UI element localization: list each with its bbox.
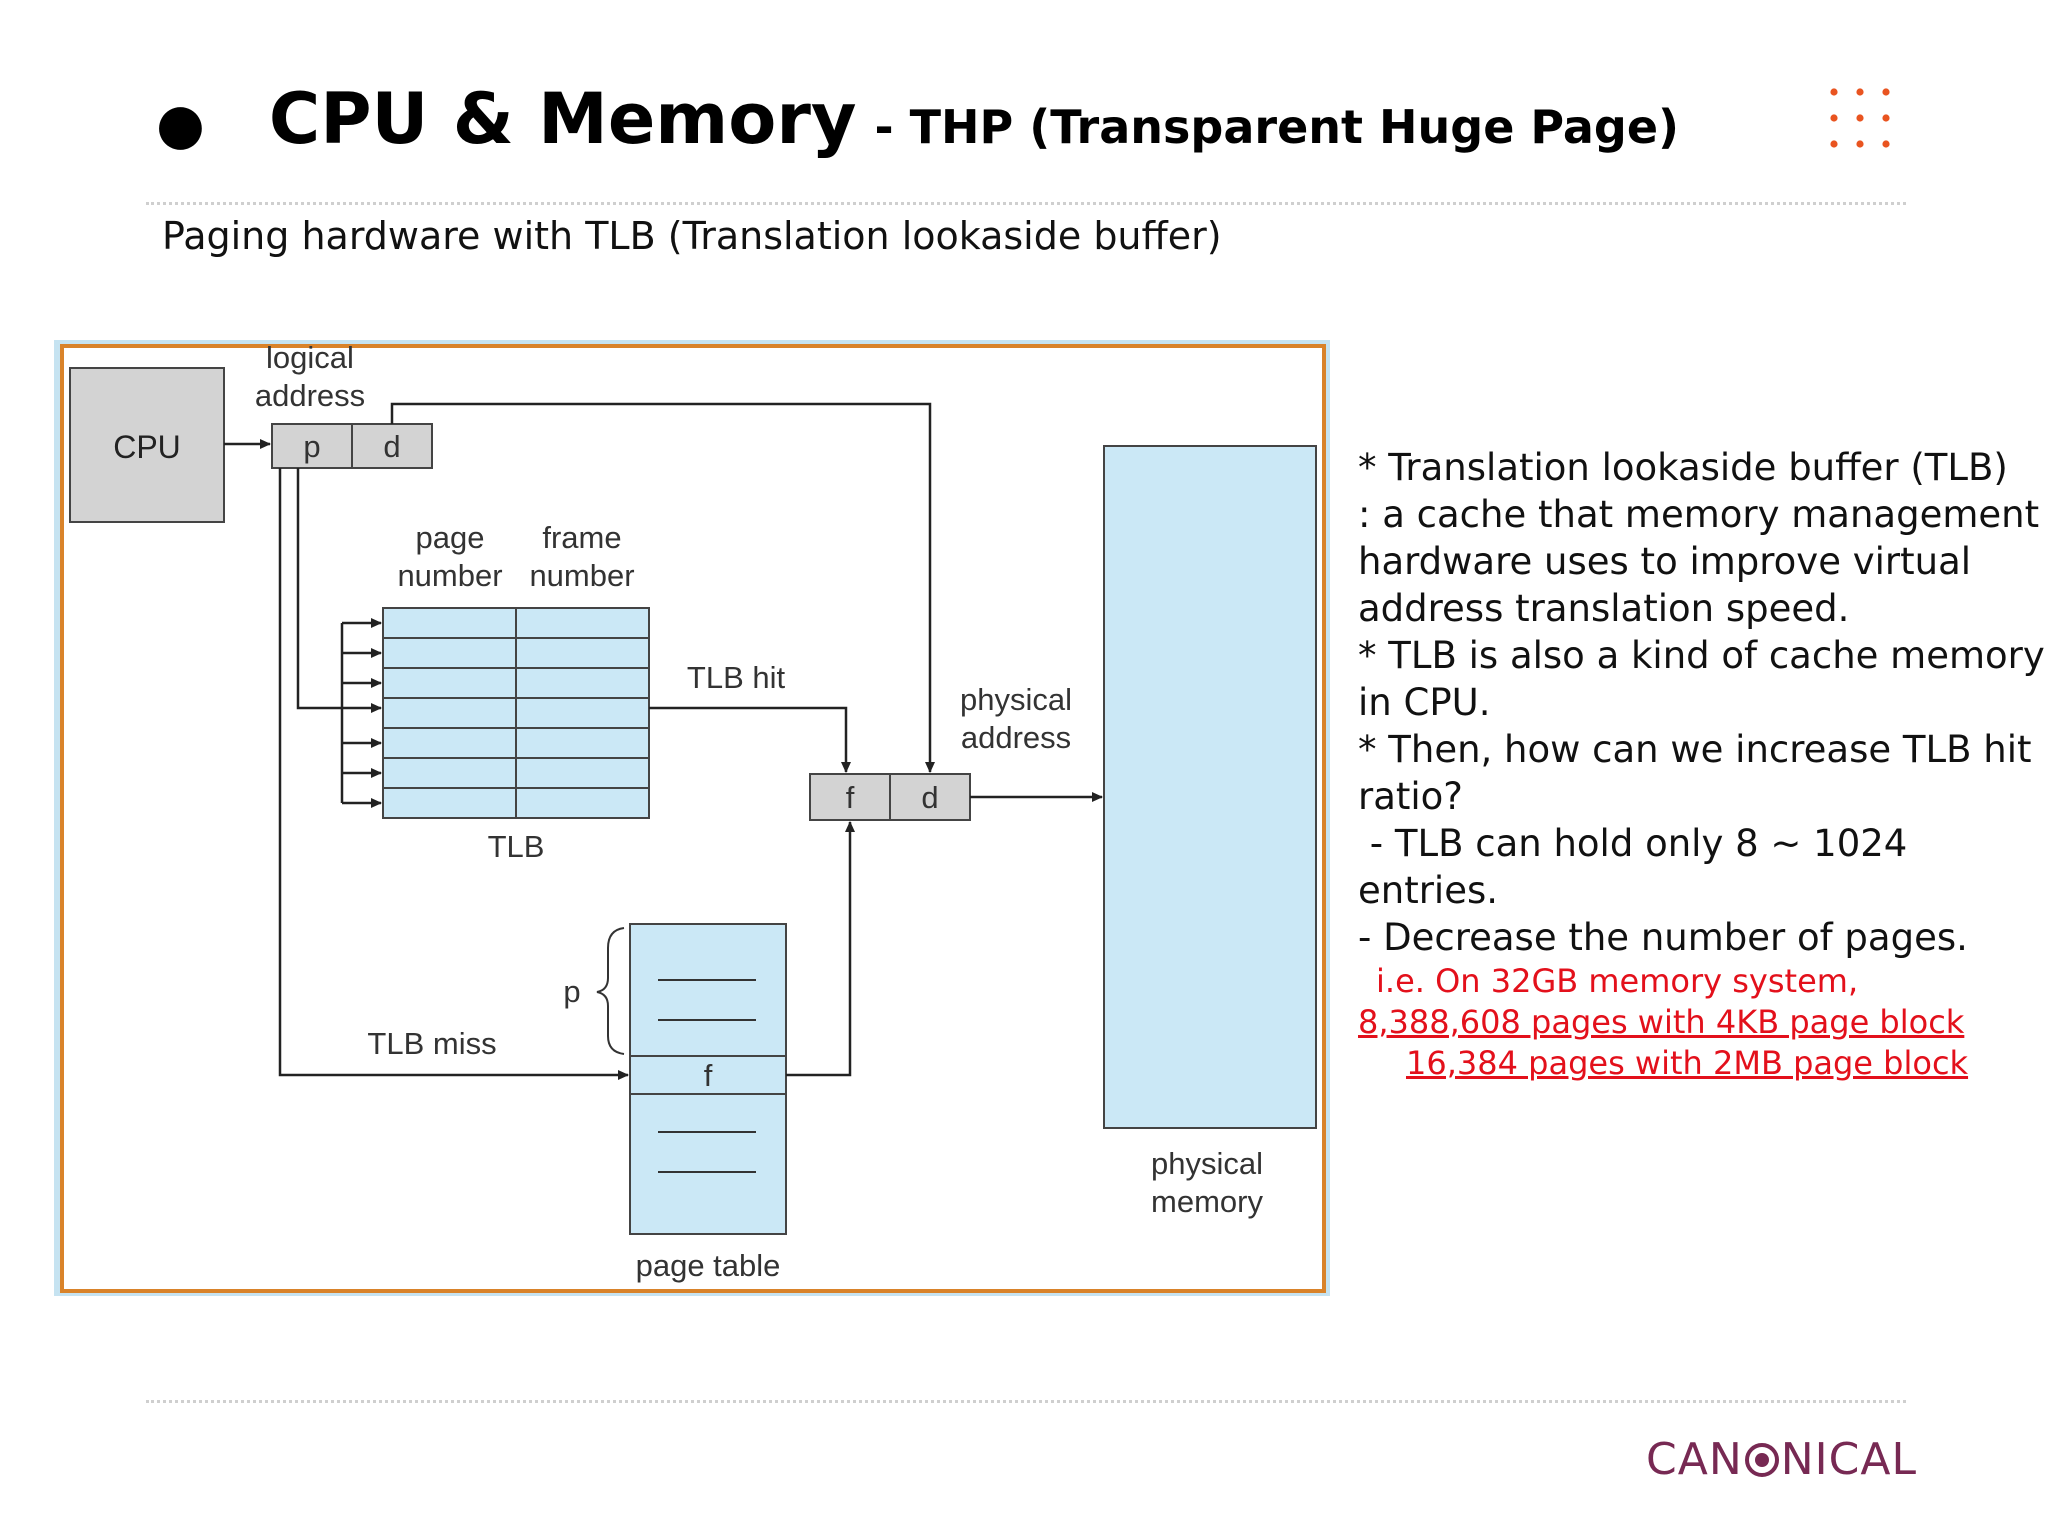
notes-line-7: * Then, how can we increase TLB hit <box>1358 728 2032 771</box>
brand-text-end: NICAL <box>1780 1434 1917 1485</box>
example-line-1: i.e. On 32GB memory system, <box>1376 962 1859 1000</box>
slide-title: CPU & Memory <box>268 78 857 160</box>
paging-hardware-diagram: CPU logical address p d page number fram… <box>54 340 1330 1296</box>
page-table-f-label: f <box>704 1058 713 1093</box>
page-table-label: page table <box>636 1248 781 1283</box>
notes-line-6: in CPU. <box>1358 681 1491 724</box>
logical-p-cell <box>271 423 353 469</box>
notes-line-9: - TLB can hold only 8 ~ 1024 <box>1358 822 1908 865</box>
physical-address-label-line1: physical <box>960 682 1072 717</box>
physical-f-cell <box>809 773 891 821</box>
logical-address-label-line2: address <box>255 378 365 413</box>
page-table <box>629 923 787 1235</box>
notes-line-4: address translation speed. <box>1358 587 1850 630</box>
notes-line-3: hardware uses to improve virtual <box>1358 540 1972 583</box>
page-table-to-frame-arrow <box>786 821 855 1077</box>
notes-line-1: * Translation lookaside buffer (TLB) <box>1358 446 2008 489</box>
slide-title-suffix: - THP (Transparent Huge Page) <box>874 100 1680 154</box>
notes-line-10: entries. <box>1358 869 1499 912</box>
d-to-physical-arrow <box>390 402 935 773</box>
tlb-label: TLB <box>488 829 545 864</box>
cpu-box <box>69 367 225 523</box>
tlb-hit-label: TLB hit <box>687 660 786 695</box>
logical-address-label-line1: logical <box>266 340 354 375</box>
physical-memory-label-line1: physical <box>1151 1146 1263 1181</box>
example-line-2: 8,388,608 pages with 4KB page block <box>1358 1003 1965 1041</box>
logical-d-cell <box>351 423 433 469</box>
physical-d-label: d <box>921 780 938 815</box>
frame-number-header-line1: frame <box>542 520 621 555</box>
bottom-divider <box>146 1400 1906 1403</box>
physical-memory-box <box>1103 445 1317 1129</box>
tlb-table <box>382 607 650 819</box>
physical-memory-label-line2: memory <box>1151 1184 1263 1219</box>
notes-line-2: : a cache that memory management <box>1358 493 2040 536</box>
tlb-miss-arrow <box>278 468 629 1080</box>
physical-f-label: f <box>846 780 855 815</box>
paging-hardware-figure: CPU logical address p d page number fram… <box>52 338 1332 1298</box>
notes-text: * Translation lookaside buffer (TLB) : a… <box>1358 444 2045 1084</box>
slide-subtitle: Paging hardware with TLB (Translation lo… <box>162 214 1222 258</box>
page-table-p-label: p <box>563 974 580 1009</box>
page-table-p-brace <box>596 927 625 1055</box>
cpu-label: CPU <box>113 429 181 465</box>
example-line-3: 16,384 pages with 2MB page block <box>1406 1044 1969 1082</box>
physical-address-label-line2: address <box>961 720 1071 755</box>
logical-p-label: p <box>303 429 320 464</box>
dots-grid-icon <box>1830 88 1890 148</box>
logical-d-label: d <box>383 429 400 464</box>
title-row: ● CPU & Memory - THP (Transparent Huge P… <box>156 78 1679 160</box>
p-to-tlb-arrows <box>296 468 382 808</box>
frame-number-header-line2: number <box>529 558 634 593</box>
top-divider <box>146 202 1906 205</box>
tlb-miss-label: TLB miss <box>367 1026 496 1061</box>
notes-line-5: * TLB is also a kind of cache memory <box>1358 634 2045 677</box>
canonical-circle-icon <box>1744 1442 1779 1477</box>
canonical-logo: CAN NICAL <box>1646 1434 1917 1485</box>
notes-line-11: - Decrease the number of pages. <box>1358 916 1968 959</box>
page-number-header-line1: page <box>416 520 485 555</box>
notes-line-8: ratio? <box>1358 775 1463 818</box>
brand-text-start: CAN <box>1646 1434 1743 1485</box>
title-bullet: ● <box>156 92 205 157</box>
page-number-header-line2: number <box>397 558 502 593</box>
tlb-hit-arrow <box>649 706 851 773</box>
